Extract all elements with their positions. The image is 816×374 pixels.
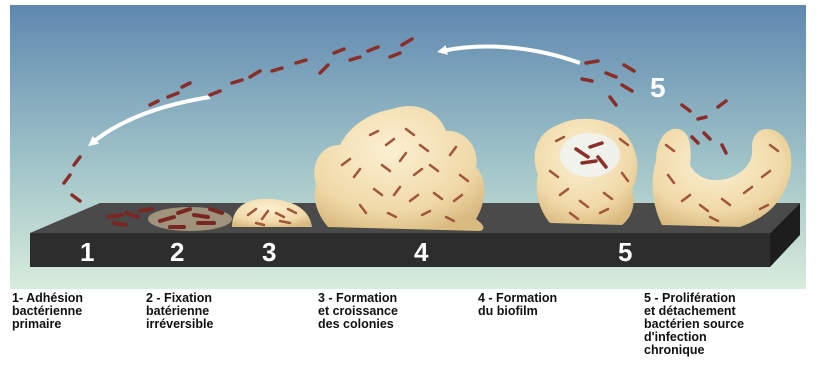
caption-1-line-1: 1- Adhésion — [12, 291, 83, 305]
caption-4-line-2: du biofilm — [478, 304, 538, 318]
caption-5-line-4: d'infection — [644, 330, 707, 344]
caption-3-line-2: et croissance — [318, 304, 398, 318]
caption-stage-2: 2 - Fixation batérienne irréversible — [146, 292, 213, 331]
caption-5-line-5: chronique — [644, 343, 704, 357]
caption-stage-3: 3 - Formation et croissance des colonies — [318, 292, 398, 331]
platform-number-4: 4 — [414, 237, 429, 267]
caption-2-line-3: irréversible — [146, 317, 213, 331]
stage2-attached-bacteria — [148, 207, 232, 231]
caption-stage-1: 1- Adhésion bactérienne primaire — [12, 292, 83, 331]
platform-number-2: 2 — [170, 237, 184, 267]
platform-number-1: 1 — [80, 237, 94, 267]
caption-3-line-1: 3 - Formation — [318, 291, 397, 305]
biofilm-illustration: 1 2 3 4 5 5 — [10, 5, 806, 289]
detach-number-5: 5 — [650, 72, 666, 103]
caption-5-line-2: et détachement — [644, 304, 736, 318]
caption-stage-5: 5 - Prolifération et détachement bactéri… — [644, 292, 744, 357]
surface-slab-front — [30, 233, 770, 267]
caption-2-line-2: batérienne — [146, 304, 209, 318]
caption-5-line-1: 5 - Prolifération — [644, 291, 736, 305]
platform-number-5: 5 — [618, 237, 632, 267]
caption-5-line-3: bactérien source — [644, 317, 744, 331]
caption-stage-4: 4 - Formation du biofilm — [478, 292, 557, 318]
caption-1-line-3: primaire — [12, 317, 61, 331]
caption-2-line-1: 2 - Fixation — [146, 291, 212, 305]
platform-number-3: 3 — [262, 237, 276, 267]
caption-4-line-1: 4 - Formation — [478, 291, 557, 305]
caption-1-line-2: bactérienne — [12, 304, 82, 318]
caption-3-line-3: des colonies — [318, 317, 394, 331]
